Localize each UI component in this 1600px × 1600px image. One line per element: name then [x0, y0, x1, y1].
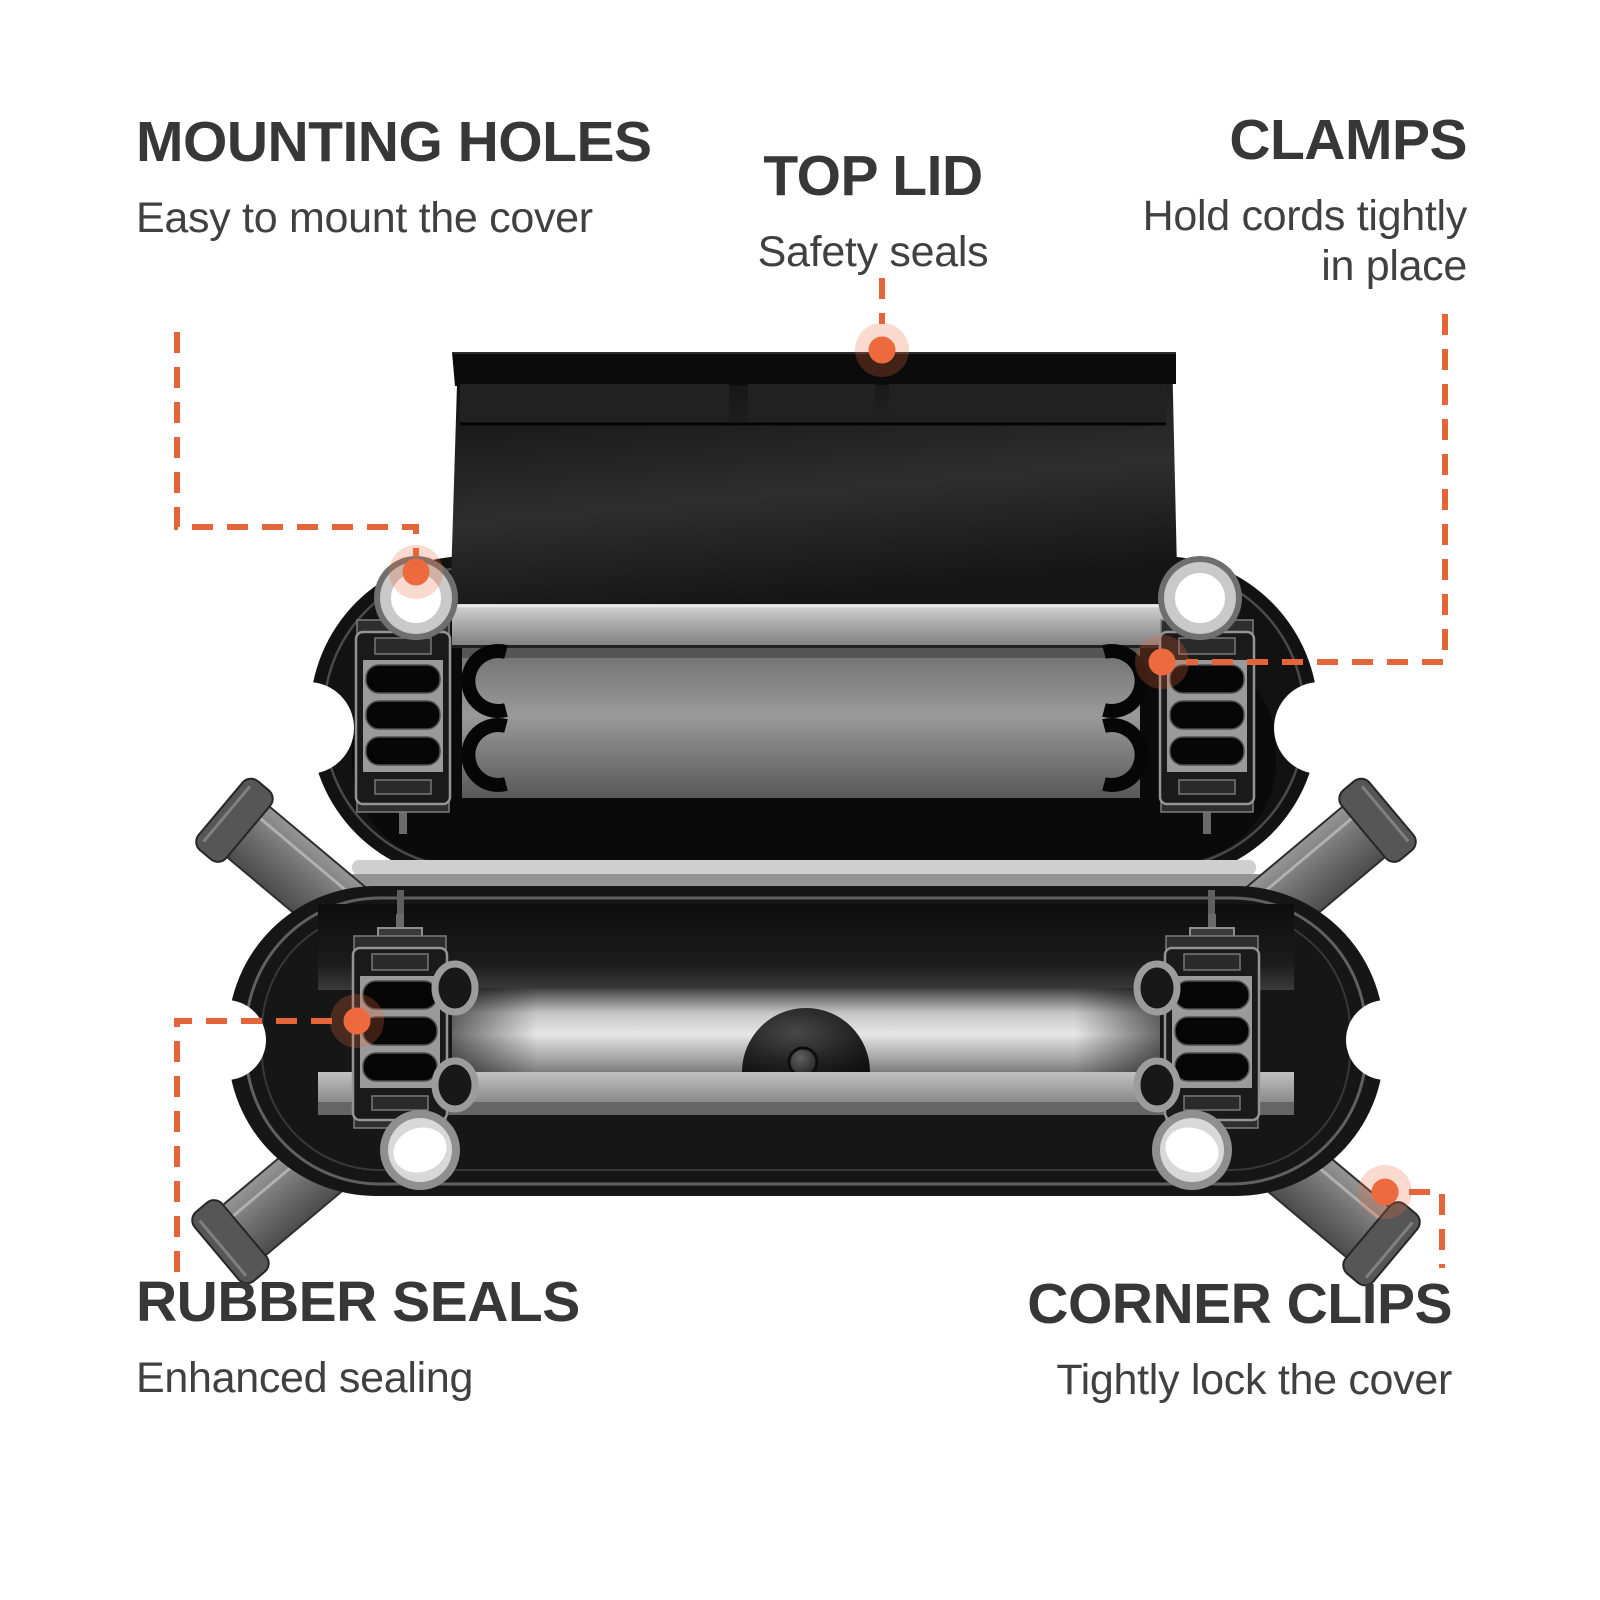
callout-clamps: CLAMPS Hold cords tightly in place [1127, 104, 1468, 291]
bottom-shell-illustration [186, 886, 1426, 1196]
cable-notch-illustration [1274, 682, 1366, 774]
callout-description: Enhanced sealing [136, 1354, 474, 1402]
clamps-marker-dot [1135, 635, 1189, 689]
center-dome-illustration [742, 1008, 870, 1072]
upper-shell-interior-illustration [262, 556, 1366, 862]
callout-description: Easy to mount the cover [136, 194, 593, 242]
seam-illustration [336, 860, 1272, 888]
cable-notch-illustration [1346, 1000, 1426, 1080]
callout-top-lid: TOP LID Safety seals [673, 140, 1073, 277]
callout-markers [330, 323, 1412, 1219]
callout-title: RUBBER SEALS [136, 1270, 580, 1334]
mounting-holes-leader-line [174, 332, 419, 556]
callout-leaders [174, 278, 1448, 1272]
cord-hook-illustration [461, 644, 508, 718]
callout-mounting-holes: MOUNTING HOLES Easy to mount the cover [136, 106, 696, 243]
mounting-hole-illustration [1158, 556, 1242, 640]
mounting-hole-illustration [380, 1110, 460, 1190]
callout-title: CORNER CLIPS [1027, 1272, 1452, 1336]
mounting-hole-illustration [374, 556, 458, 640]
cable-notch-illustration [186, 1000, 266, 1080]
cord-hook-illustration [461, 718, 508, 792]
corner-clips-leader-line [1409, 1189, 1445, 1268]
mounting-holes-marker-dot [389, 545, 443, 599]
callout-title: TOP LID [763, 144, 983, 208]
callout-description: Safety seals [757, 228, 989, 276]
center-knob-illustration [787, 1046, 819, 1078]
cord-hook-illustration [1102, 644, 1149, 718]
callout-corner-clips: CORNER CLIPS Tightly lock the cover [982, 1268, 1452, 1405]
mounting-hole-illustration [1152, 1110, 1232, 1190]
rubber-seals-marker-dot [330, 994, 384, 1048]
callout-title: MOUNTING HOLES [136, 110, 652, 174]
callout-rubber-seals: RUBBER SEALS Enhanced sealing [136, 1266, 696, 1403]
clamps-leader-line [1186, 314, 1448, 665]
callout-description: Hold cords tightly in place [1142, 192, 1468, 290]
rubber-seals-leader-line [174, 1018, 333, 1272]
ring-hole-illustration [431, 960, 1181, 1113]
lid-tabs-illustration [460, 384, 1166, 426]
callout-description: Tightly lock the cover [1056, 1356, 1452, 1404]
top-lid-illustration [450, 352, 1178, 614]
cable-notch-illustration [262, 682, 354, 774]
cord-hook-illustration [1102, 718, 1149, 792]
top-lid-marker-dot [855, 323, 909, 377]
callout-title: CLAMPS [1229, 108, 1467, 172]
corner-clips-marker-dot [1358, 1165, 1412, 1219]
